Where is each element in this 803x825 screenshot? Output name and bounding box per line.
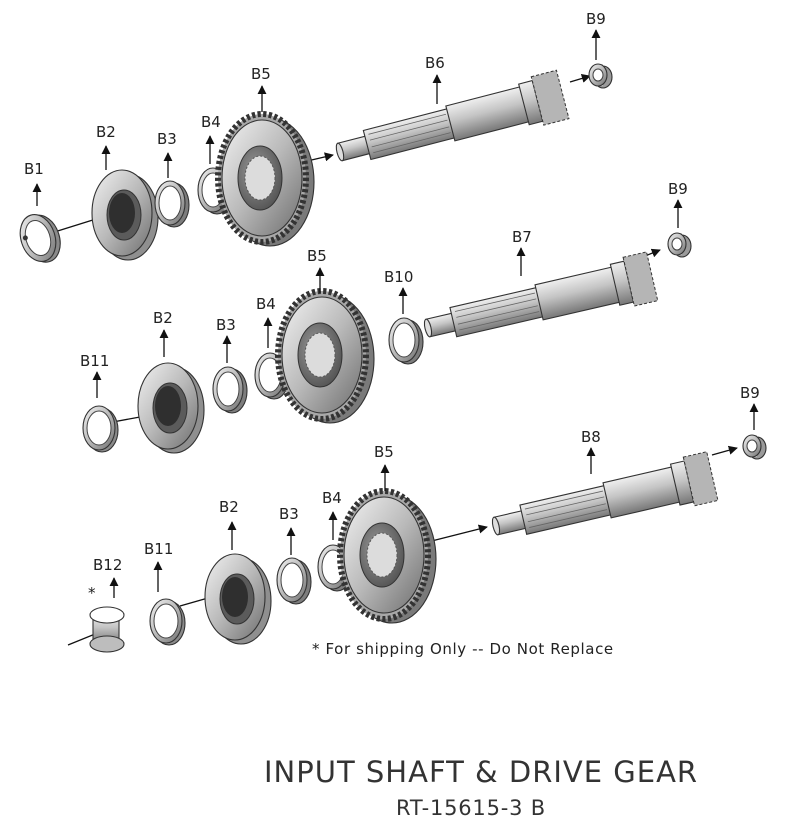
part-b12-shipping-sleeve bbox=[89, 606, 125, 653]
part-b5-gear bbox=[278, 291, 374, 423]
label-b5: B5 bbox=[374, 443, 394, 461]
diagram-title: INPUT SHAFT & DRIVE GEAR bbox=[264, 755, 698, 789]
part-b9-pilot-bearing bbox=[588, 63, 613, 89]
assembly-3: * B12 B11 B2 B3 B4 B5 B8 B9 bbox=[67, 384, 767, 653]
part-b2-bearing bbox=[204, 553, 272, 645]
part-b7-input-shaft bbox=[423, 251, 659, 338]
label-b3: B3 bbox=[216, 316, 236, 334]
label-b11: B11 bbox=[80, 352, 109, 370]
part-b1-collar bbox=[19, 214, 61, 263]
part-b2-bearing bbox=[137, 362, 205, 454]
label-b4: B4 bbox=[256, 295, 276, 313]
label-b7: B7 bbox=[512, 228, 532, 246]
label-b5: B5 bbox=[251, 65, 271, 83]
label-b6: B6 bbox=[425, 54, 445, 72]
label-b12: B12 bbox=[93, 556, 122, 574]
part-b5-gear bbox=[218, 114, 314, 246]
assembly-1: B1 B2 B3 B4 B5 B6 B9 bbox=[19, 10, 613, 263]
part-b6-input-shaft bbox=[335, 69, 570, 162]
label-b5: B5 bbox=[307, 247, 327, 265]
label-b2: B2 bbox=[153, 309, 173, 327]
shipping-note: * For shipping Only -- Do Not Replace bbox=[312, 640, 614, 658]
part-number: RT-15615-3 B bbox=[396, 796, 546, 820]
asterisk-mark: * bbox=[88, 584, 96, 602]
label-b9: B9 bbox=[740, 384, 760, 402]
part-b3-ring bbox=[212, 366, 248, 414]
part-b3-ring bbox=[154, 180, 190, 228]
part-b9-pilot-bearing bbox=[667, 232, 692, 258]
part-b9-pilot-bearing bbox=[742, 434, 767, 460]
part-b8-input-shaft bbox=[491, 451, 719, 536]
label-b2: B2 bbox=[219, 498, 239, 516]
label-b9: B9 bbox=[668, 180, 688, 198]
label-b8: B8 bbox=[581, 428, 601, 446]
label-b3: B3 bbox=[157, 130, 177, 148]
label-b4: B4 bbox=[322, 489, 342, 507]
part-b11-snap-ring bbox=[82, 405, 119, 453]
label-b9: B9 bbox=[586, 10, 606, 28]
part-b11-snap-ring bbox=[149, 598, 186, 646]
label-b4: B4 bbox=[201, 113, 221, 131]
axis-arrow bbox=[711, 445, 738, 456]
label-b10: B10 bbox=[384, 268, 413, 286]
label-b1: B1 bbox=[24, 160, 44, 178]
label-b11: B11 bbox=[144, 540, 173, 558]
part-b10-ring bbox=[388, 317, 424, 365]
axis-line bbox=[179, 597, 209, 607]
label-b3: B3 bbox=[279, 505, 299, 523]
label-b2: B2 bbox=[96, 123, 116, 141]
part-b5-gear bbox=[340, 491, 436, 623]
assembly-2: B11 B2 B3 B4 B5 B10 B7 B9 bbox=[80, 180, 692, 454]
axis-arrow bbox=[569, 73, 591, 83]
part-b3-ring bbox=[276, 557, 312, 605]
part-b2-bearing bbox=[91, 169, 159, 261]
